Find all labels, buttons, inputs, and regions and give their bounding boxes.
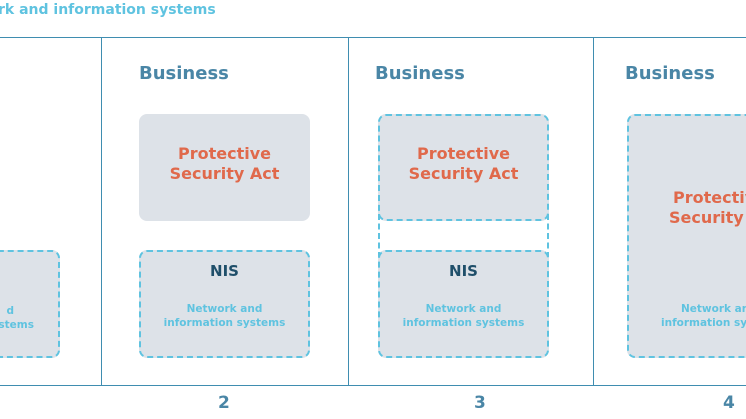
panel-3-nis-box: NIS Network and information systems <box>378 250 549 358</box>
panel-3-nis-subtitle-2: information systems <box>402 317 525 329</box>
panel-divider-3 <box>593 37 594 386</box>
frame-bottom-line <box>0 385 746 386</box>
panel-3-psa-line-2: Security Act <box>408 164 519 183</box>
panel-divider-1 <box>101 37 102 386</box>
panel-3-connector-left <box>378 214 380 258</box>
panel-3-nis-subtitle-1: Network and <box>425 303 502 315</box>
panel-4-nis-subtitle-2: information sys <box>661 317 746 329</box>
panel-3-psa-line-1: Protective <box>416 144 510 163</box>
diagram-caption: rk and information systems <box>0 2 216 18</box>
panel-2-nis-title: NIS <box>210 262 239 280</box>
panel-3-business-label: Business <box>375 63 465 84</box>
panel-4-psa-line-1: Protectiv <box>673 188 746 207</box>
panel-2-psa-box: Protective Security Act <box>139 114 310 221</box>
panel-divider-2 <box>348 37 349 386</box>
panel-2-nis-box: NIS Network and information systems <box>139 250 310 358</box>
panel-1-nis-box: d stems <box>0 250 60 358</box>
panel-3-connector-right <box>547 214 549 258</box>
panel-4-nis-subtitle-1: Network and <box>681 303 746 315</box>
panel-2-nis-subtitle-2: information systems <box>163 317 286 329</box>
panel-4-combined-box: Protectiv Security A Network and informa… <box>627 114 746 358</box>
panel-2-psa-line-1: Protective <box>177 144 271 163</box>
panel-2-number: 2 <box>218 393 230 413</box>
frame-top-line <box>0 37 746 38</box>
panel-3-nis-title: NIS <box>449 262 478 280</box>
panel-4-number: 4 <box>723 393 735 413</box>
panel-1-nis-subtitle-1: d <box>6 305 14 317</box>
panel-3-number: 3 <box>474 393 486 413</box>
panel-1-nis-subtitle-2: stems <box>0 319 34 331</box>
panel-2-psa-line-2: Security Act <box>169 164 280 183</box>
panel-2-nis-subtitle-1: Network and <box>186 303 263 315</box>
panel-4-psa-line-2: Security A <box>669 208 746 227</box>
panel-2-business-label: Business <box>139 63 229 84</box>
panel-4-business-label: Business <box>625 63 715 84</box>
panel-3-psa-box: Protective Security Act <box>378 114 549 221</box>
